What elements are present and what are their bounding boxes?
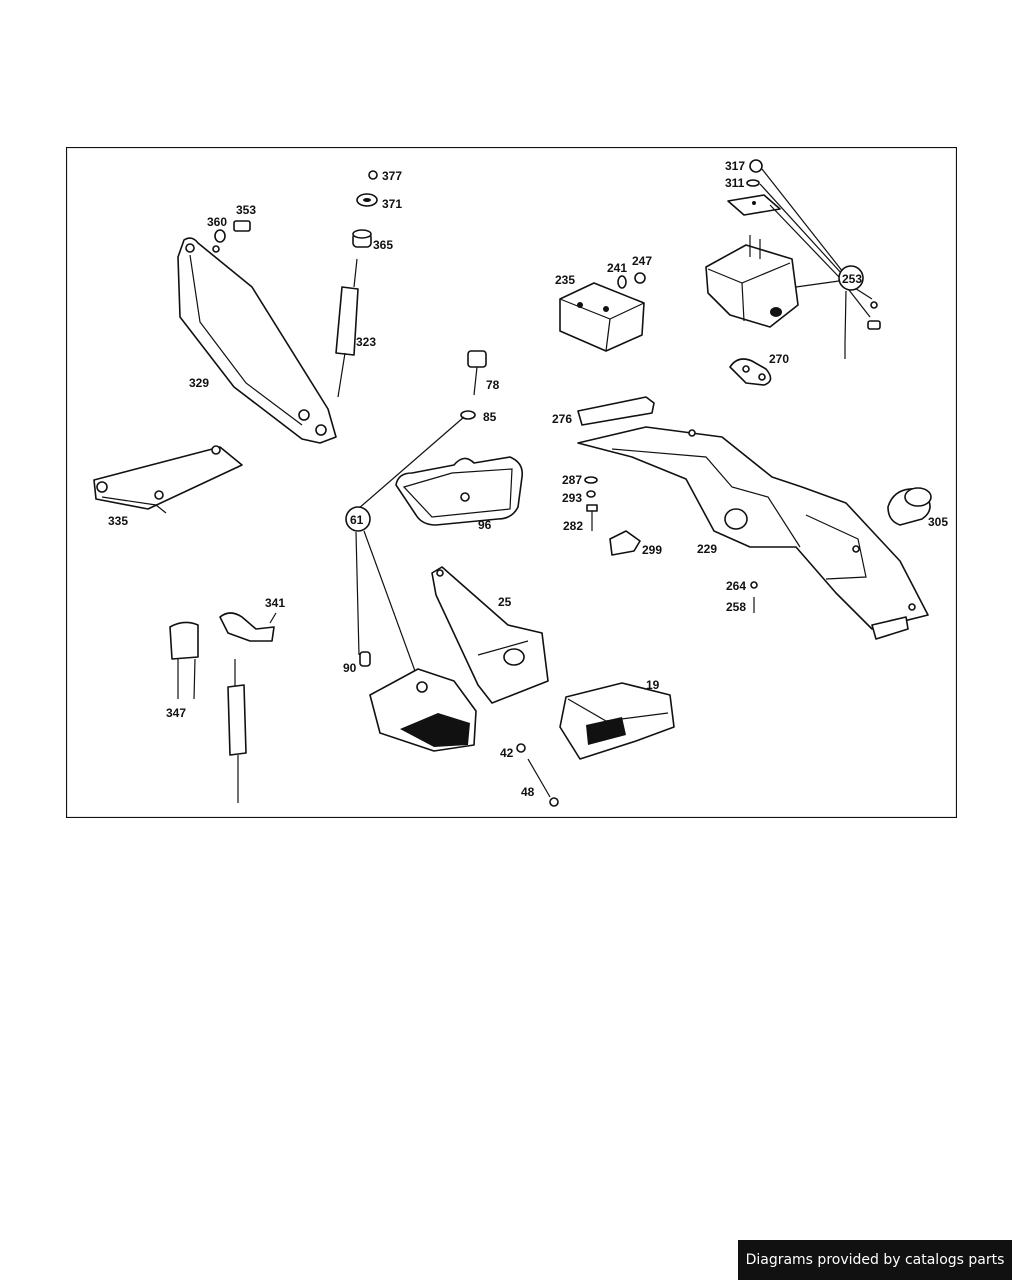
callout-335: 335 — [108, 514, 128, 528]
part-317-nut — [749, 159, 763, 173]
parts-diagram: 317 311 253 377 371 365 353 360 323 329 … — [66, 147, 957, 818]
callout-253-leaders — [759, 168, 873, 344]
part-housing-cover — [369, 668, 477, 752]
footer-credit-banner: Diagrams provided by catalogs parts — [738, 1240, 1012, 1280]
callout-85: 85 — [483, 410, 497, 424]
part-42-nut — [516, 743, 526, 753]
callout-264: 264 — [726, 579, 746, 593]
part-96-gasket-plate — [395, 456, 524, 526]
callout-270: 270 — [769, 352, 789, 366]
callout-347: 347 — [166, 706, 186, 720]
part-85-washer — [460, 410, 476, 420]
callout-311: 311 — [725, 176, 745, 190]
part-25-bracket — [431, 566, 549, 704]
callout-377: 377 — [382, 169, 402, 183]
part-305-bumper — [887, 487, 932, 526]
callout-317: 317 — [725, 159, 745, 173]
callout-299: 299 — [642, 543, 662, 557]
callout-19: 19 — [646, 678, 660, 692]
part-90-bolt — [359, 651, 371, 667]
callout-341: 341 — [265, 596, 285, 610]
callout-78: 78 — [486, 378, 500, 392]
callout-42: 42 — [500, 746, 514, 760]
part-damper-rod — [227, 659, 247, 803]
part-335-spring-plate — [93, 445, 243, 514]
part-293-washer — [586, 490, 596, 498]
part-341-bracket — [219, 612, 277, 642]
mount-bolts — [844, 301, 881, 359]
callout-25: 25 — [498, 595, 512, 609]
callout-282: 282 — [563, 519, 583, 533]
callout-253: 253 — [842, 272, 862, 286]
mount-plate — [727, 194, 781, 216]
callout-287: 287 — [562, 473, 582, 487]
callout-365: 365 — [373, 238, 393, 252]
callout-61-leaders — [345, 416, 465, 683]
part-48-bolt — [527, 758, 559, 807]
callout-61: 61 — [350, 513, 364, 527]
part-377-nut — [368, 170, 378, 180]
part-247-nut — [634, 272, 646, 284]
exploded-parts-drawing: 317 311 253 377 371 365 353 360 323 329 … — [66, 147, 957, 818]
callout-258: 258 — [726, 600, 746, 614]
callout-241: 241 — [607, 261, 627, 275]
part-235-mount-block — [559, 282, 645, 352]
part-353-bolt — [233, 220, 251, 232]
part-311-washer — [746, 179, 760, 187]
part-365-bushing — [352, 229, 372, 248]
callout-276: 276 — [552, 412, 572, 426]
callout-360: 360 — [207, 215, 227, 229]
callout-48: 48 — [521, 785, 535, 799]
part-78-bolt — [467, 350, 487, 396]
part-19-bracket — [559, 682, 675, 760]
part-253-engine-mount — [705, 235, 799, 328]
callout-305: 305 — [928, 515, 948, 529]
part-287-washer — [584, 476, 598, 484]
part-323-shock-absorber — [335, 258, 359, 398]
footer-credit-text: Diagrams provided by catalogs parts — [745, 1252, 1005, 1268]
callout-323: 323 — [356, 335, 376, 349]
part-299-nut — [609, 530, 641, 556]
part-371-washer — [356, 193, 378, 207]
callout-247: 247 — [632, 254, 652, 268]
part-347-clamp — [169, 621, 199, 700]
callout-293: 293 — [562, 491, 582, 505]
part-270-bracket — [729, 358, 772, 386]
callout-235: 235 — [555, 273, 575, 287]
part-360-washer — [214, 229, 226, 243]
part-276-pad — [577, 396, 655, 426]
part-329-bracket-arm — [177, 237, 337, 444]
part-241-washer — [617, 275, 627, 289]
part-229-crossmember — [577, 426, 929, 640]
callout-329: 329 — [189, 376, 209, 390]
callout-90: 90 — [343, 661, 357, 675]
part-282-bolt — [586, 504, 598, 531]
callout-371: 371 — [382, 197, 402, 211]
part-264-nut — [750, 581, 758, 589]
callout-229: 229 — [697, 542, 717, 556]
callout-96: 96 — [478, 518, 492, 532]
callout-353: 353 — [236, 203, 256, 217]
